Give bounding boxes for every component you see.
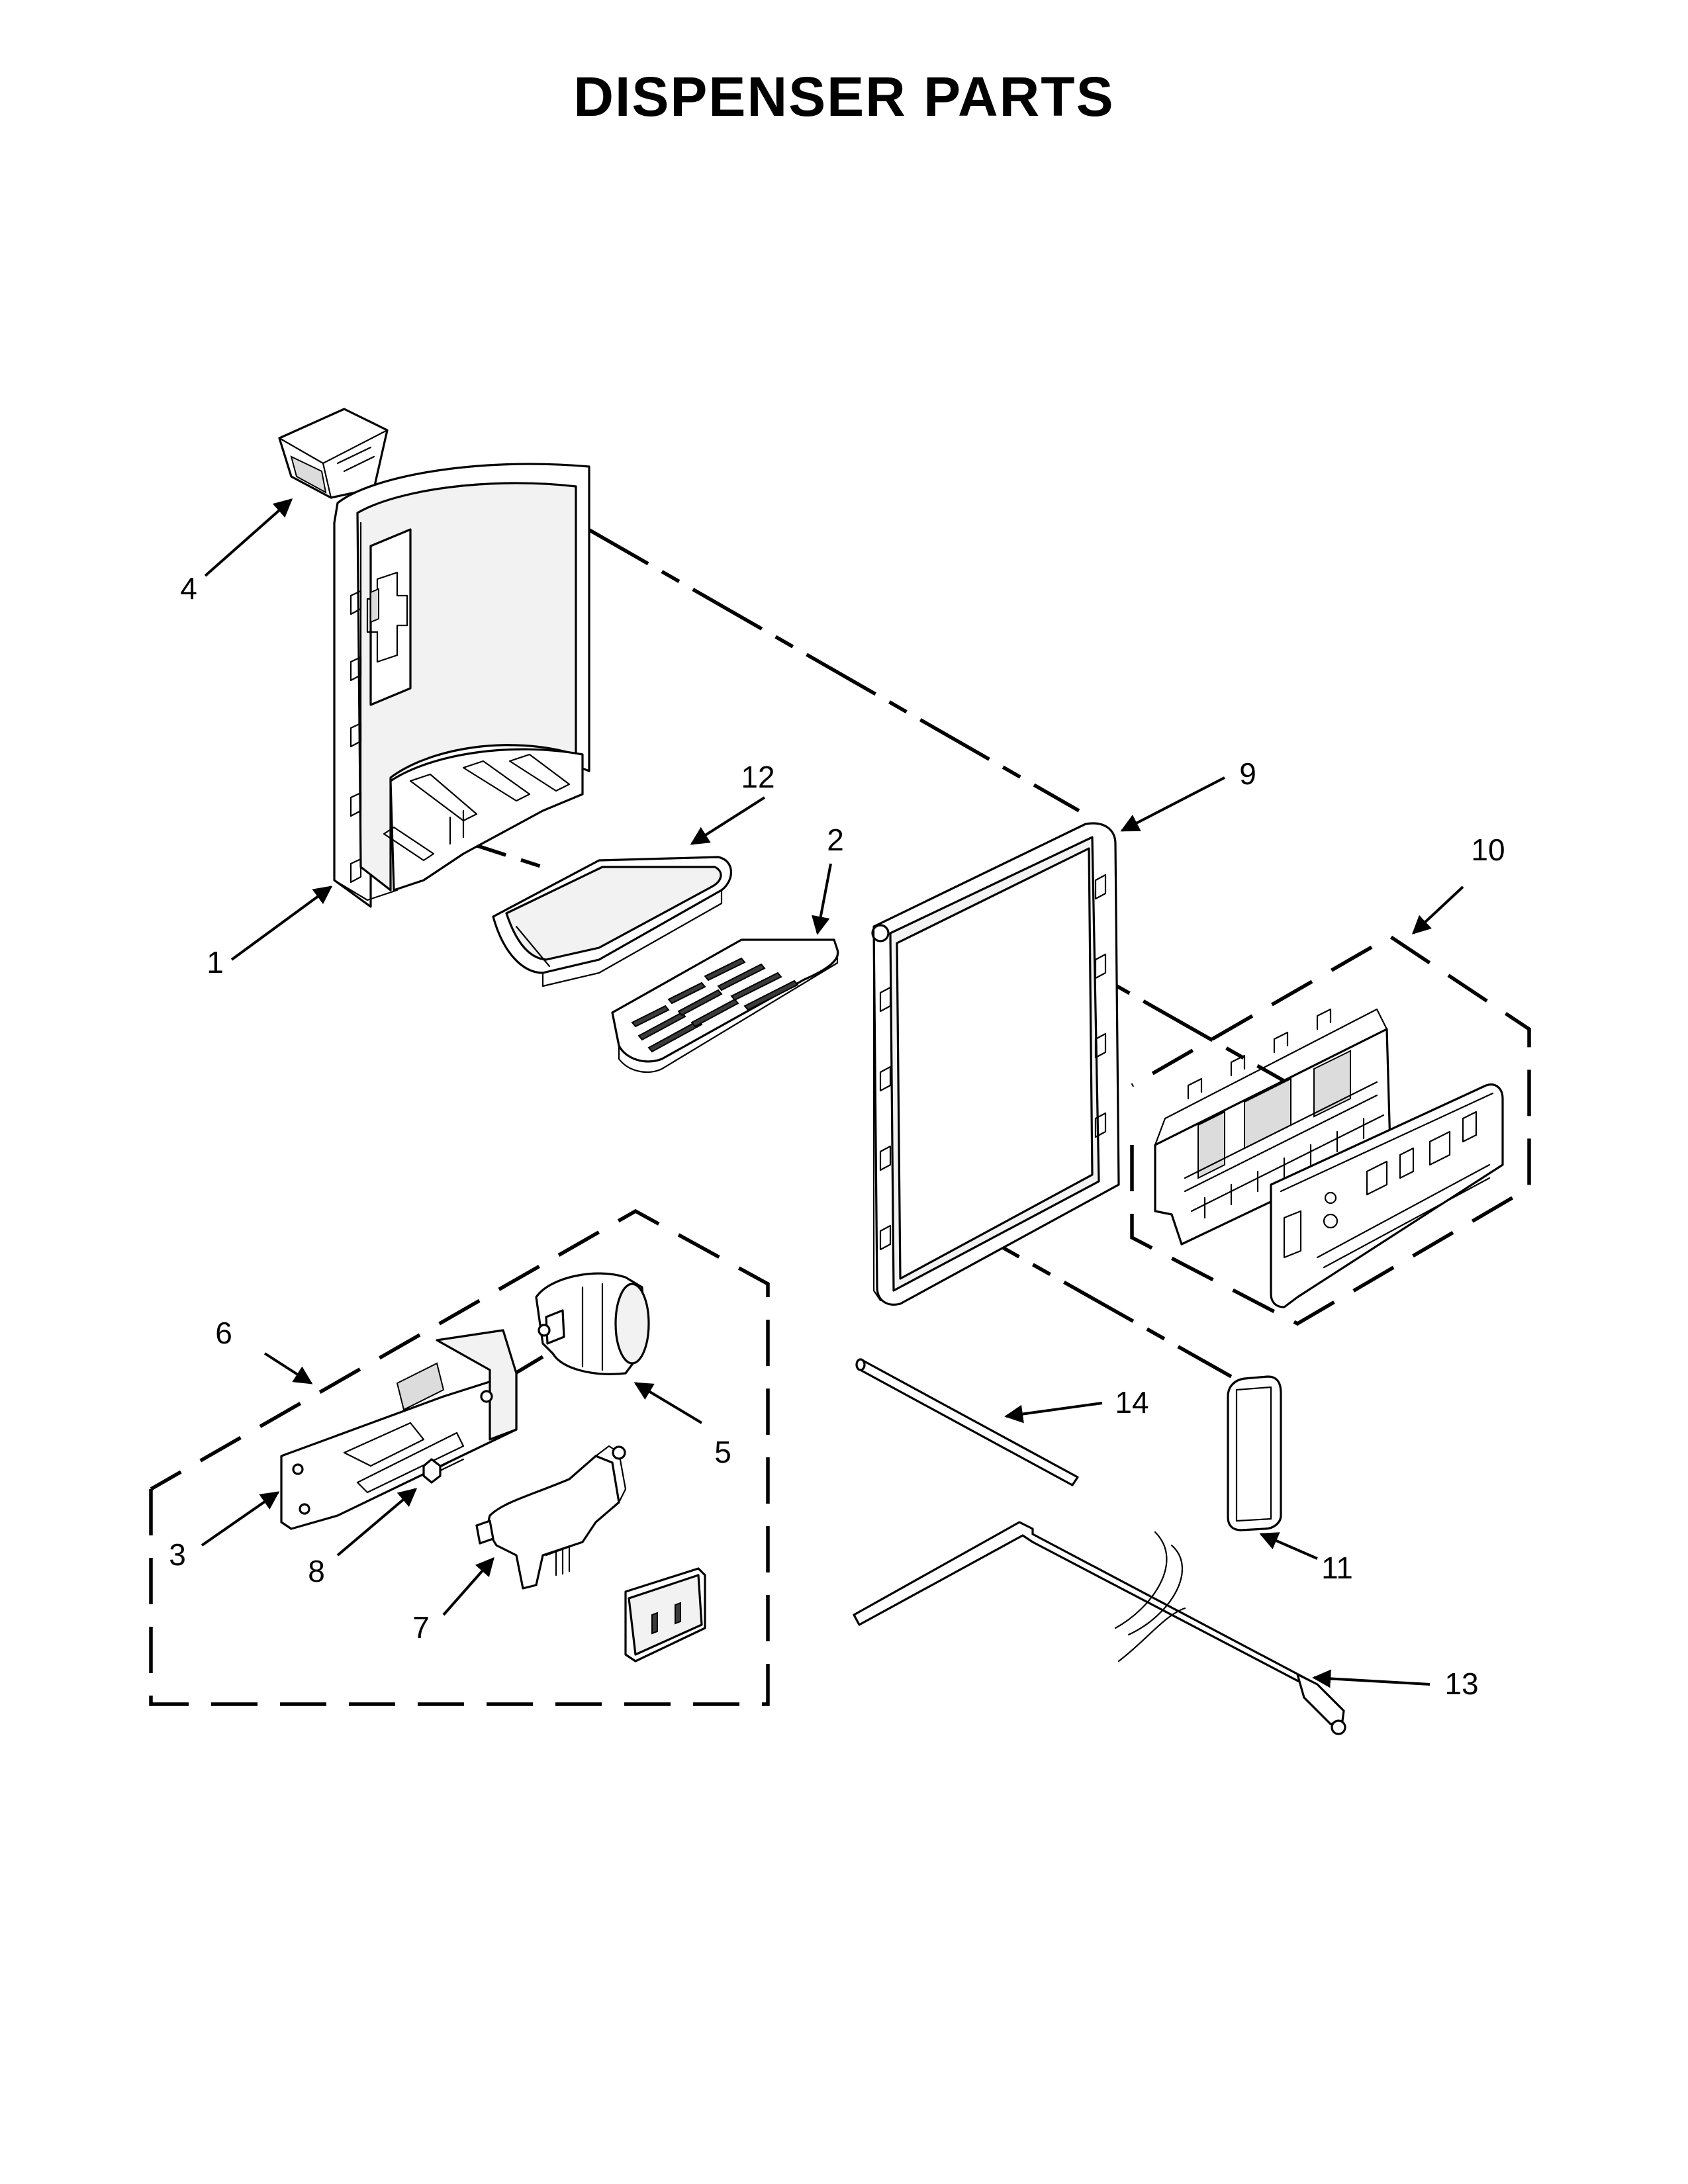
actuator-pad (624, 1567, 706, 1662)
part-2-drip-grille (611, 938, 839, 1073)
part-8-screw (422, 1453, 465, 1484)
callout-6: 6 (215, 1316, 232, 1350)
group-box-control-assembly (1130, 934, 1531, 1326)
leader-13 (1312, 1669, 1430, 1688)
callout-7: 7 (412, 1610, 430, 1645)
callout-13: 13 (1444, 1666, 1478, 1701)
leader-7 (442, 1557, 494, 1616)
leader-6 (263, 1352, 313, 1385)
callout-5: 5 (714, 1435, 731, 1469)
leader-3 (201, 1491, 280, 1547)
part-11-paddle (1227, 1375, 1282, 1531)
callout-10: 10 (1471, 833, 1505, 867)
callout-11: 11 (1321, 1551, 1353, 1585)
assembly-line-housing-to-frame (578, 522, 1080, 813)
leader-4 (204, 498, 293, 577)
callout-8: 8 (308, 1554, 325, 1588)
callout-4: 4 (180, 571, 197, 606)
callout-14: 14 (1115, 1385, 1149, 1420)
page-title: DISPENSER PARTS (573, 66, 1115, 128)
callout-12: 12 (741, 760, 774, 794)
leader-1 (230, 886, 333, 961)
part-4-chute-cup (278, 408, 389, 499)
part-9-dispenser-frame (871, 822, 1120, 1306)
callout-labels: 1 2 3 4 5 6 7 8 9 10 11 12 13 14 (169, 571, 1505, 1701)
part-5-motor (535, 1272, 650, 1375)
callout-9: 9 (1239, 756, 1256, 791)
leader-2 (811, 863, 832, 935)
leader-14 (1004, 1402, 1103, 1424)
leader-12 (690, 796, 766, 845)
part-3-lever-bracket (280, 1329, 518, 1530)
leader-9 (1120, 776, 1225, 832)
part-1-dispenser-housing (333, 463, 590, 908)
leader-5 (633, 1382, 703, 1424)
part-7-actuator (475, 1445, 627, 1590)
part-10-control-assembly (1154, 1008, 1504, 1308)
callout-2: 2 (827, 823, 844, 857)
part-14-rod (855, 1358, 1079, 1486)
part-12-drip-tray (492, 856, 732, 987)
callout-1: 1 (207, 945, 224, 979)
callout-3: 3 (169, 1537, 186, 1572)
leader-8 (336, 1488, 418, 1557)
leader-11 (1259, 1532, 1318, 1560)
group-box-lever-assembly (149, 1208, 770, 1706)
grille-slots (631, 957, 799, 1053)
leader-lines (201, 498, 1464, 1688)
part-13-heater-tube (853, 1521, 1346, 1735)
leader-10 (1411, 886, 1464, 934)
